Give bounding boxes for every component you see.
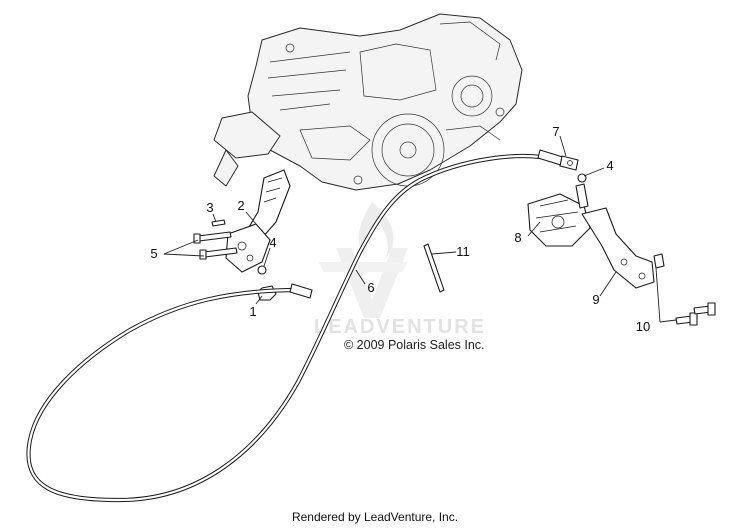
watermark: LEADVENTURE — [314, 202, 486, 338]
part-clip-left — [257, 265, 267, 275]
callout-3: 3 — [206, 200, 213, 215]
part-lever — [225, 169, 291, 273]
callout-7: 7 — [552, 124, 559, 139]
part-cable-end — [559, 155, 579, 171]
watermark-logo-icon — [318, 202, 408, 318]
callout-4-right: 4 — [606, 158, 613, 173]
callout-5: 5 — [150, 246, 157, 261]
callout-8: 8 — [514, 230, 521, 245]
callouts: 1 2 3 4 5 6 7 4 8 9 10 11 — [150, 124, 650, 334]
callout-4-left: 4 — [269, 235, 276, 250]
footer-credit: Rendered by LeadVenture, Inc. — [291, 510, 459, 524]
part-bracket — [581, 207, 655, 289]
callout-6: 6 — [367, 280, 374, 295]
engine-assembly — [213, 13, 523, 191]
part-rod — [423, 243, 445, 293]
callout-9: 9 — [592, 292, 599, 307]
part-cable — [26, 149, 567, 503]
copyright-text: © 2009 Polaris Sales Inc. — [344, 338, 485, 352]
callout-10: 10 — [636, 319, 650, 334]
callout-2: 2 — [237, 198, 244, 213]
callout-11: 11 — [456, 244, 470, 259]
part-bolts-right — [653, 253, 716, 326]
leader-lines — [163, 135, 677, 323]
part-caliper — [527, 183, 591, 247]
part-pin — [211, 219, 226, 227]
callout-1: 1 — [249, 304, 256, 319]
watermark-text: LEADVENTURE — [314, 316, 486, 338]
part-bolts-left — [193, 231, 238, 260]
